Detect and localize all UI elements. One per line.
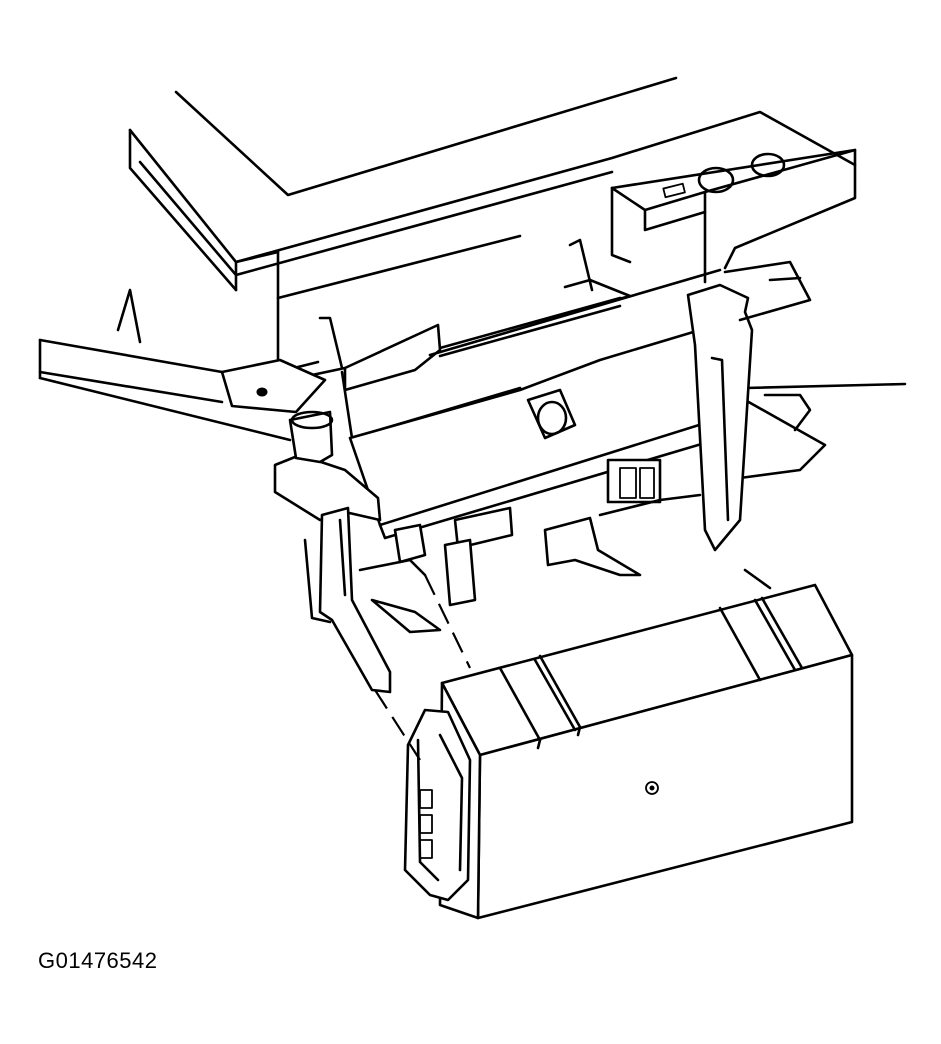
left-clip — [273, 410, 392, 694]
mounting-bracket — [38, 238, 907, 552]
lower-bracket-details — [358, 493, 772, 634]
upper-housing — [128, 76, 857, 374]
figure-id-label: G01476542 — [38, 948, 158, 973]
alignment-lines — [374, 574, 471, 761]
control-module — [403, 583, 854, 920]
